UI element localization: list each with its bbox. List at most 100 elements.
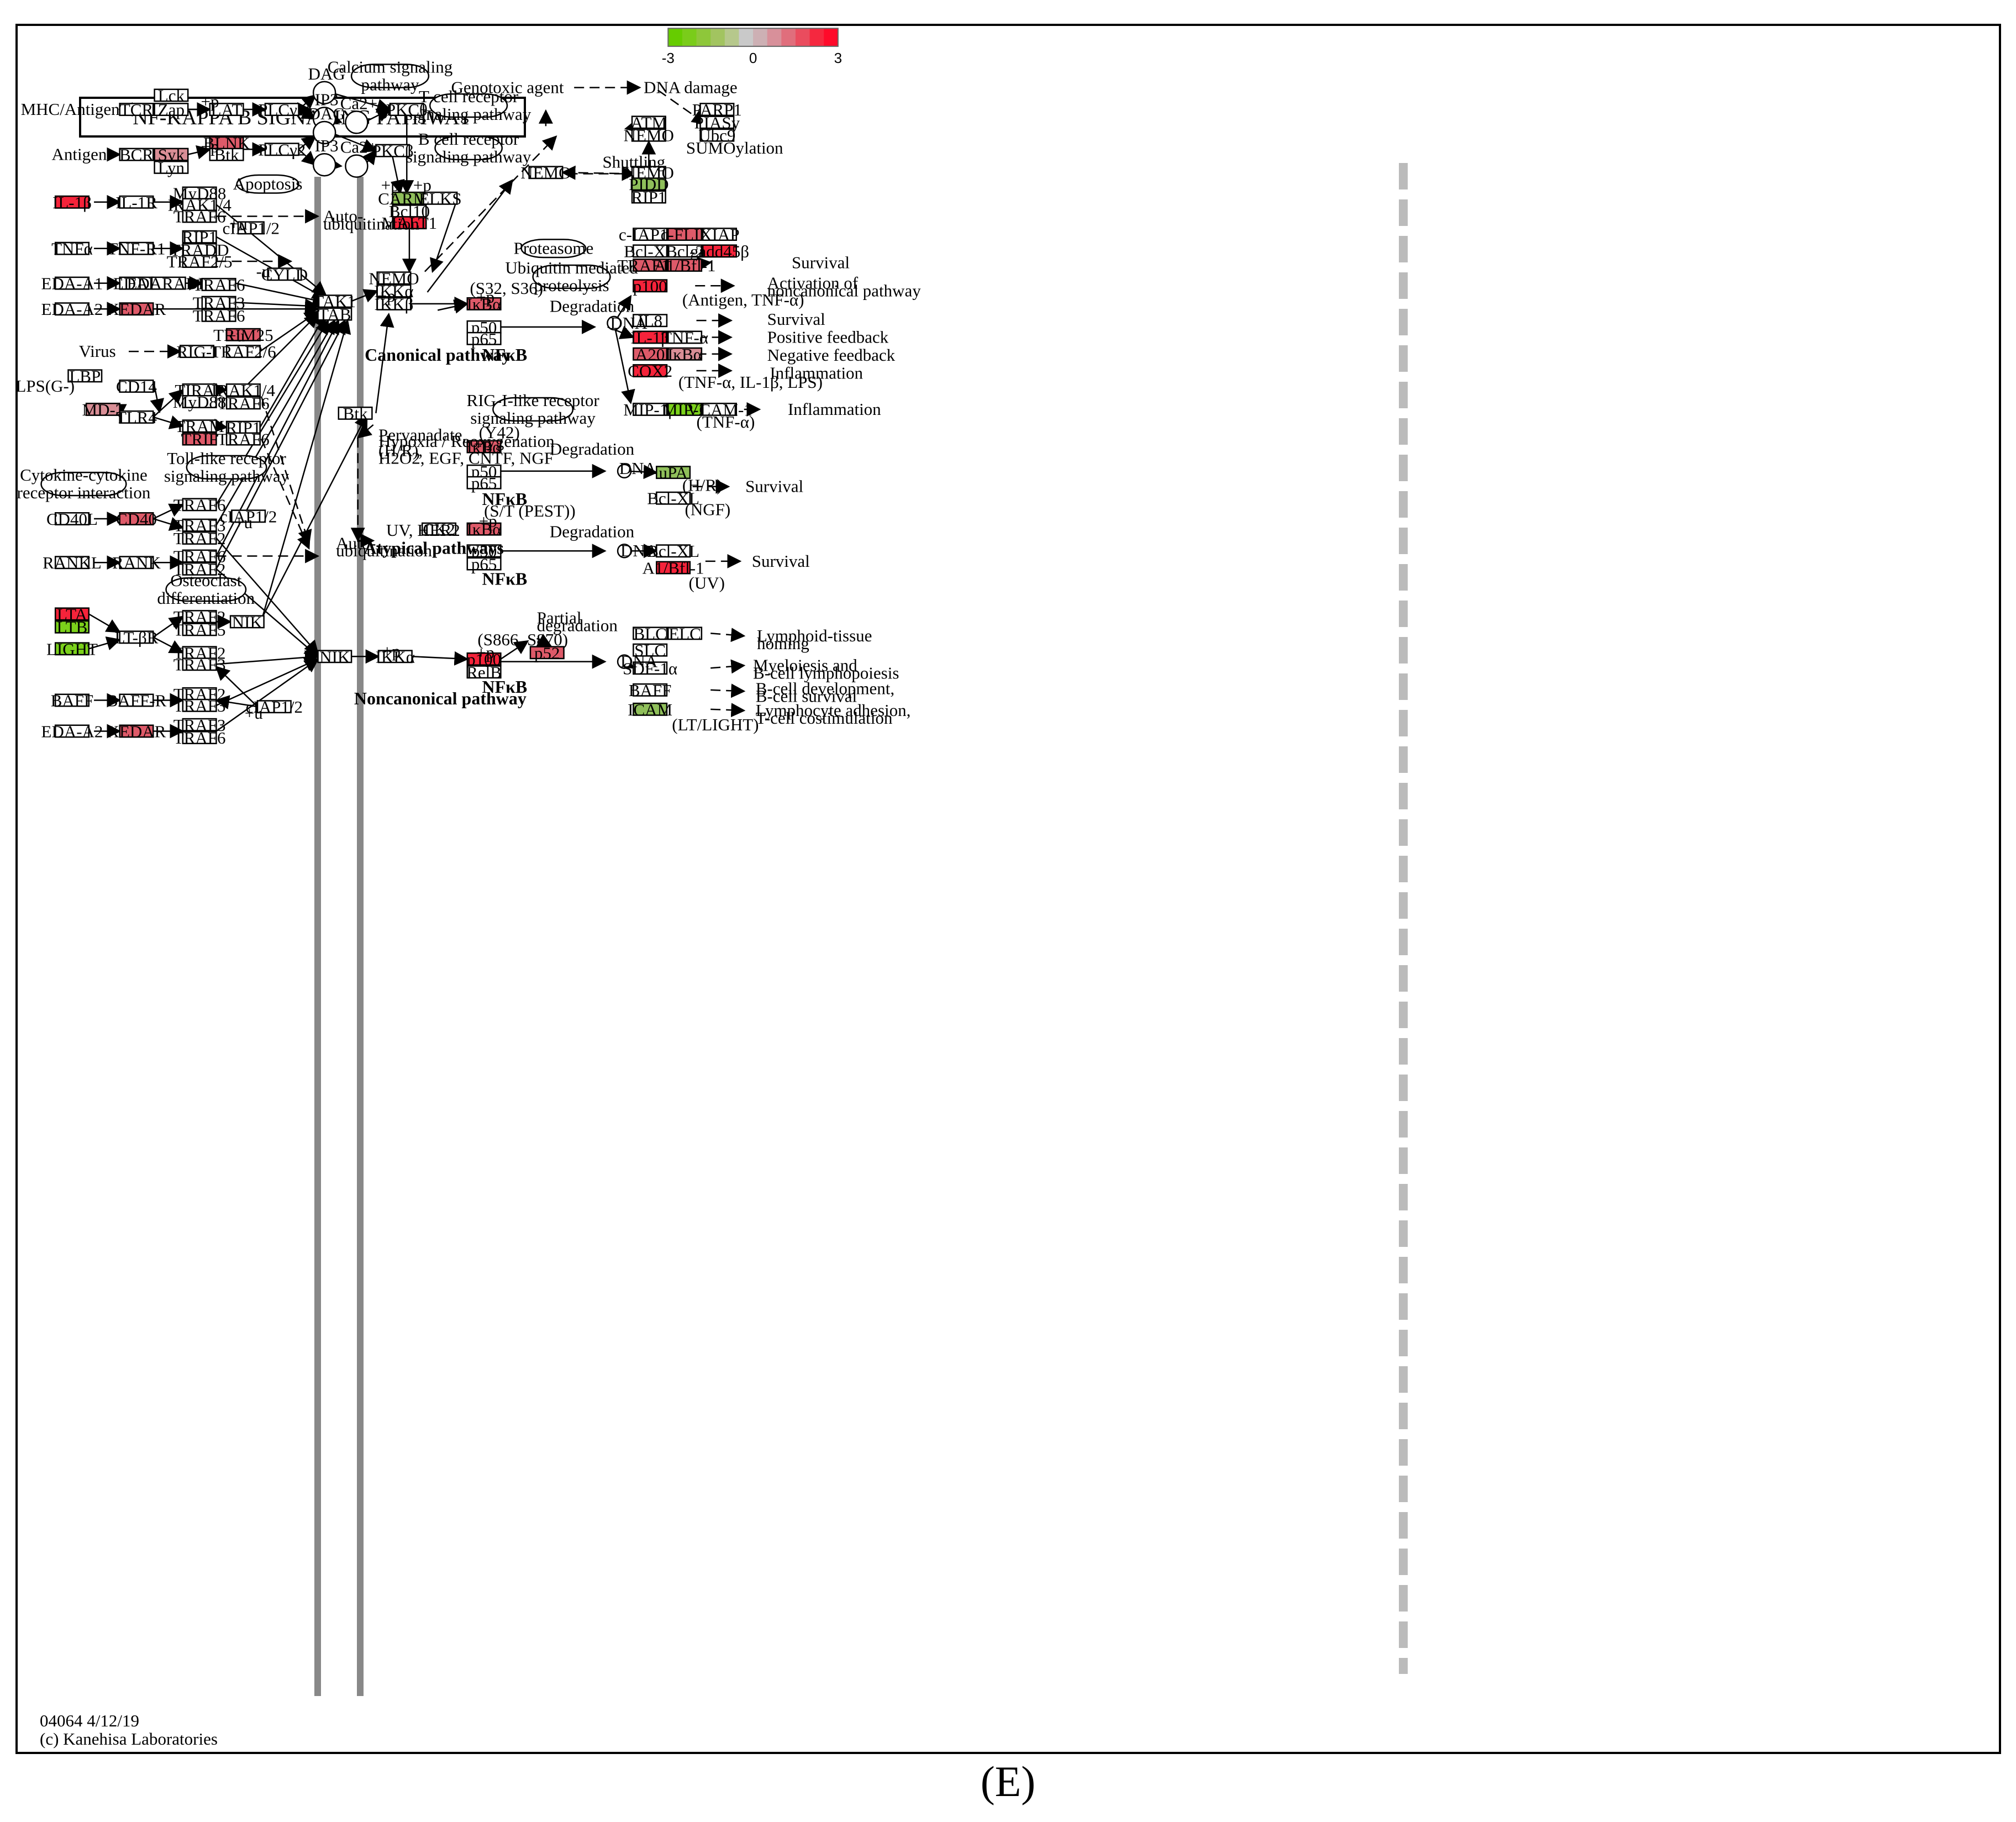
gene-il1b_l[interactable]: IL-1β bbox=[52, 193, 92, 212]
gene-pkct[interactable]: PKCθ bbox=[386, 100, 428, 119]
gene-traf25[interactable]: TRAF2/5 bbox=[167, 252, 233, 271]
gene-cd40[interactable]: CD40 bbox=[116, 509, 157, 529]
compound-ip3b[interactable]: IP3 bbox=[312, 136, 339, 177]
gene-p65a[interactable]: p65 bbox=[466, 329, 502, 349]
gene-ikba_t[interactable]: IκBα bbox=[667, 345, 703, 364]
gene-xedar1[interactable]: XEDAR bbox=[107, 299, 166, 319]
gene-baff_t[interactable]: BAFF bbox=[629, 681, 672, 700]
gene-cox2[interactable]: COX2 bbox=[628, 361, 672, 381]
gene-traf6d[interactable]: TRAF6 bbox=[217, 393, 270, 413]
gene-elc[interactable]: ELC bbox=[667, 624, 703, 643]
gene-ciap12c[interactable]: cIAP1/2 bbox=[246, 697, 303, 717]
gene-trim25[interactable]: TRIM25 bbox=[213, 325, 273, 345]
gene-baff_l[interactable]: BAFF bbox=[51, 691, 94, 710]
gene-cyld[interactable]: CYLD bbox=[261, 265, 308, 284]
gene-traf3c[interactable]: TRAF3 bbox=[173, 655, 226, 674]
gene-traf2b[interactable]: TRAF2 bbox=[173, 560, 226, 579]
gene-ltb[interactable]: LTB bbox=[54, 618, 90, 637]
gene-edaa2a[interactable]: EDA-A2 bbox=[41, 299, 103, 319]
gene-lbp[interactable]: LBP bbox=[67, 366, 103, 386]
gene-irak14b[interactable]: IRAK1/4 bbox=[212, 381, 276, 400]
gene-btk2[interactable]: Btk bbox=[338, 404, 373, 423]
compound-dag2[interactable]: DAG bbox=[308, 104, 345, 145]
gene-traf2a[interactable]: TRAF2 bbox=[173, 529, 226, 548]
gene-baffr[interactable]: BAFF-R bbox=[107, 691, 167, 710]
gene-ciap12a[interactable]: cIAP1/2 bbox=[223, 218, 280, 238]
gene-traf2_6[interactable]: TRAF2/6 bbox=[210, 342, 276, 361]
gene-tnfa_t[interactable]: TNF-α bbox=[661, 328, 708, 347]
gene-rankl[interactable]: RANKL bbox=[43, 553, 102, 572]
gene-edar[interactable]: EDAR bbox=[113, 274, 160, 293]
gene-plcg1[interactable]: PLCγ1 bbox=[258, 100, 306, 119]
gene-tnfr1[interactable]: TNF-R1 bbox=[107, 239, 165, 259]
gene-il1b_t[interactable]: IL-1β bbox=[630, 328, 670, 347]
gene-ciap12b[interactable]: cIAP1/2 bbox=[220, 507, 277, 526]
gene-traf6a[interactable]: TRAF6 bbox=[173, 207, 226, 226]
gene-myd88b[interactable]: MyD88 bbox=[173, 392, 226, 412]
gene-traf6b[interactable]: TRAF6 bbox=[193, 275, 245, 294]
compound-dag1[interactable]: DAG bbox=[308, 64, 345, 105]
gene-pkcb[interactable]: PKCβ bbox=[372, 141, 414, 161]
gene-tnfa_l[interactable]: TNFα bbox=[51, 239, 93, 259]
gene-traf6f[interactable]: TRAF6 bbox=[173, 495, 226, 514]
gene-plcg2[interactable]: PLCγ2 bbox=[258, 140, 306, 159]
gene-p52[interactable]: p52 bbox=[529, 643, 565, 662]
gene-a20[interactable]: A20 bbox=[633, 345, 668, 364]
gene-ikkb_c[interactable]: IKKβ bbox=[375, 294, 414, 314]
gene-myd88a[interactable]: MyD88 bbox=[173, 184, 226, 203]
gene-tlr4[interactable]: TLR4 bbox=[116, 408, 157, 427]
gene-xiap[interactable]: XIAP bbox=[699, 225, 739, 244]
gene-cd40l[interactable]: CD40L bbox=[46, 509, 98, 529]
gene-bcr[interactable]: BCR bbox=[119, 145, 154, 165]
gene-lck[interactable]: Lck bbox=[154, 86, 189, 105]
gene-zap[interactable]: Zap bbox=[154, 100, 189, 119]
gene-ck2[interactable]: CK2 bbox=[421, 520, 457, 539]
gene-cflip[interactable]: c-FLIP bbox=[661, 225, 709, 244]
gene-edaa2b[interactable]: EDA-A2 bbox=[41, 722, 103, 741]
gene-nemo_mid[interactable]: NEMO bbox=[520, 163, 571, 182]
gene-mip2[interactable]: MIP-2 bbox=[662, 400, 707, 419]
gene-edaa1[interactable]: EDA-A1 bbox=[41, 274, 103, 293]
gene-tab[interactable]: TAB bbox=[317, 305, 352, 324]
gene-icam[interactable]: ICAM bbox=[628, 700, 672, 719]
gene-rank[interactable]: RANK bbox=[112, 553, 161, 572]
gene-traf6h[interactable]: TRAF6 bbox=[173, 728, 226, 747]
gene-tcr[interactable]: TCR bbox=[119, 100, 154, 119]
gene-traf6g[interactable]: TRAF6 bbox=[173, 547, 226, 566]
gene-traf6e[interactable]: TRAF6 bbox=[217, 430, 270, 449]
gene-rigi[interactable]: RIG-I bbox=[176, 342, 217, 361]
gene-a1bfl1b[interactable]: A1/Bfl-1 bbox=[643, 559, 704, 578]
gene-ikba3[interactable]: IκBα bbox=[466, 520, 502, 539]
gene-nik1[interactable]: NIK bbox=[229, 612, 265, 631]
gene-p100t[interactable]: p100 bbox=[633, 276, 668, 296]
gene-cd14[interactable]: CD14 bbox=[116, 377, 157, 396]
gene-ltbr[interactable]: LT-βR bbox=[115, 628, 159, 647]
gene-bcl2[interactable]: Bcl-2 bbox=[666, 241, 704, 261]
gene-nemo_atm[interactable]: NEMO bbox=[624, 126, 674, 145]
gene-btk1[interactable]: Btk bbox=[209, 145, 244, 165]
gene-vcam1[interactable]: VCAM-1 bbox=[687, 400, 752, 419]
gene-p65c[interactable]: p65 bbox=[466, 555, 502, 574]
gene-lyn[interactable]: Lyn bbox=[154, 158, 189, 177]
gene-il1r[interactable]: IL-1R bbox=[115, 193, 157, 212]
gene-xedar2[interactable]: XEDAR bbox=[107, 722, 166, 741]
gene-traf5[interactable]: TRAF5 bbox=[173, 620, 226, 639]
gene-blc[interactable]: BLC bbox=[633, 624, 668, 643]
gene-elks[interactable]: ELKS bbox=[419, 189, 462, 208]
gene-a1bfl1a[interactable]: A1/Bfl-1 bbox=[654, 256, 716, 275]
gene-md2[interactable]: MD-2 bbox=[82, 400, 124, 419]
gene-edaradd[interactable]: EDARADD bbox=[127, 274, 210, 293]
gene-sdf1a[interactable]: SDF-1α bbox=[623, 659, 677, 678]
gene-upa[interactable]: uPA bbox=[656, 463, 691, 482]
gene-ikba2[interactable]: IκBα bbox=[466, 438, 502, 457]
gene-ikba1[interactable]: IκBα bbox=[466, 294, 502, 314]
map-proteasome[interactable]: Proteasome bbox=[514, 239, 594, 259]
gene-slc[interactable]: SLC bbox=[633, 641, 668, 660]
